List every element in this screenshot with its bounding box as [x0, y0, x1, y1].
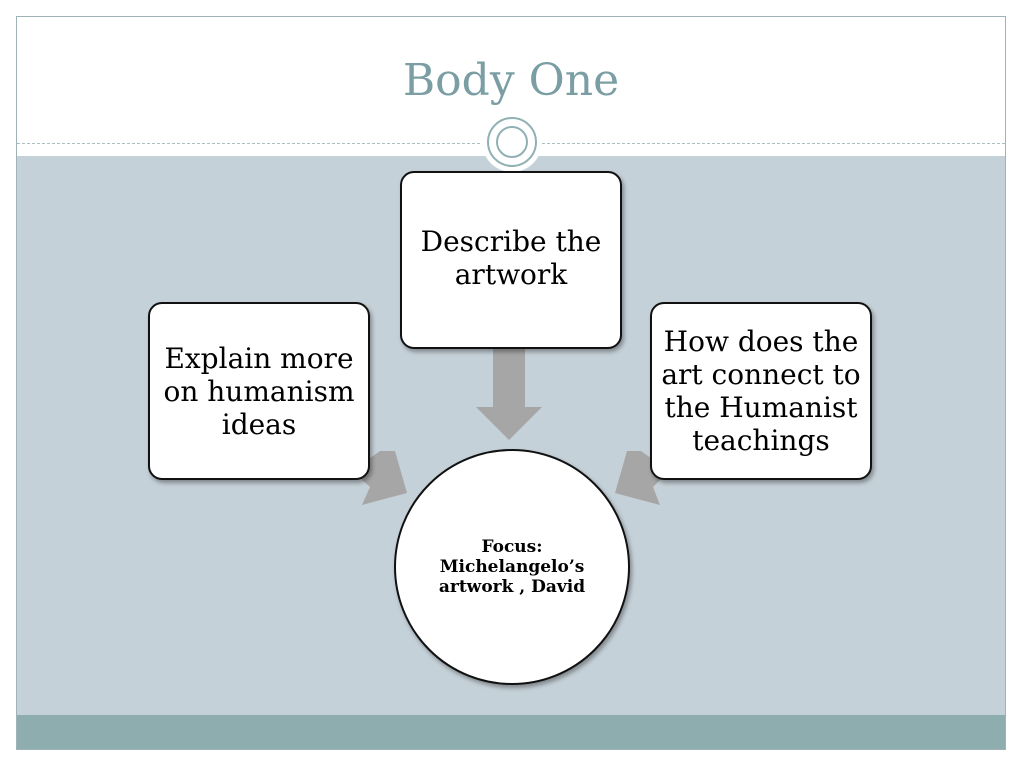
node-humanist-connection-label: How does the art connect to the Humanist… — [661, 325, 861, 457]
node-humanist-connection: How does the art connect to the Humanist… — [650, 302, 872, 480]
slide-title: Body One — [402, 55, 620, 106]
arrow-top-to-center — [476, 349, 542, 440]
node-focus-center: Focus: Michelangelo’s artwork , David — [394, 449, 630, 685]
node-describe-artwork: Describe the artwork — [400, 171, 622, 349]
node-explain-humanism-label: Explain more on humanism ideas — [163, 341, 355, 441]
node-focus-center-label: Focus: Michelangelo’s artwork , David — [438, 537, 586, 597]
footer-band — [17, 715, 1005, 749]
circle-ornament-icon — [482, 112, 542, 172]
slide: Body One Describe the artwork Explain mo… — [16, 16, 1006, 750]
node-describe-artwork-label: Describe the artwork — [420, 225, 602, 291]
node-explain-humanism: Explain more on humanism ideas — [148, 302, 370, 480]
